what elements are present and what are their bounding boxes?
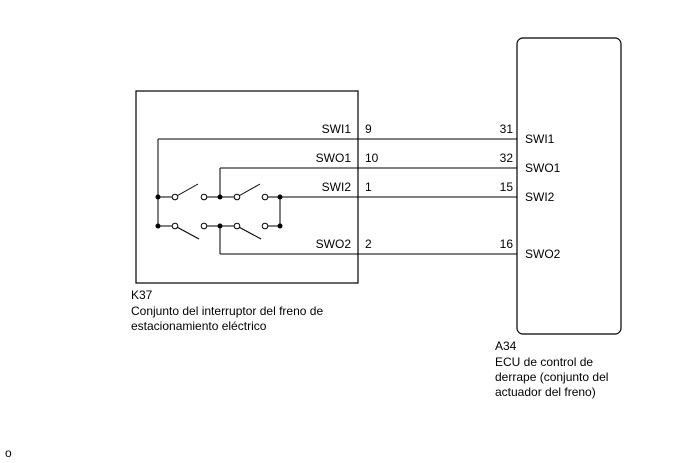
a34-description: actuador del freno) [495,385,596,399]
a34-pin-number: 32 [500,151,514,165]
a34-box [516,37,622,335]
a34-pin-number: 31 [500,122,514,136]
junction-dot [217,194,223,200]
k37-description: Conjunto del interruptor del freno de [131,304,323,318]
switch-contact [261,222,269,230]
junction-dot [277,223,283,229]
junction-dot [277,194,283,200]
junction-dot [217,223,223,229]
a34-description: derrape (conjunto del [495,370,608,384]
a34-terminal-name: SWO1 [525,161,561,175]
switch-contact [171,222,179,230]
k37-terminal-name: SWI2 [322,180,352,194]
a34-terminal-name: SWO2 [525,247,561,261]
k37-pin-number: 10 [365,151,379,165]
switch-contact [233,222,241,230]
k37-pin-number: 1 [365,180,372,194]
a34-pin-number: 15 [500,180,514,194]
junction-dot [155,194,161,200]
switch-contact [233,193,241,201]
a34-code: A34 [495,339,517,353]
a34-description: ECU de control de [495,355,593,369]
switch-contact [200,193,208,201]
k37-terminal-name: SWI1 [322,122,352,136]
switch-circuit [155,139,283,254]
switch-contact [171,193,179,201]
a34-pin-number: 16 [500,237,514,251]
switch-contact [200,222,208,230]
a34-terminal-name: SWI1 [525,132,555,146]
k37-description: estacionamiento eléctrico [131,319,267,333]
k37-pin-number: 2 [365,237,372,251]
k37-pin-number: 9 [365,122,372,136]
footnote-mark: o [5,446,12,460]
a34-terminal-name: SWI2 [525,190,555,204]
k37-terminal-name: SWO1 [316,151,352,165]
k37-box [135,90,359,284]
junction-dot [155,223,161,229]
k37-code: K37 [131,288,153,302]
switch-contact [261,193,269,201]
k37-terminal-name: SWO2 [316,237,352,251]
